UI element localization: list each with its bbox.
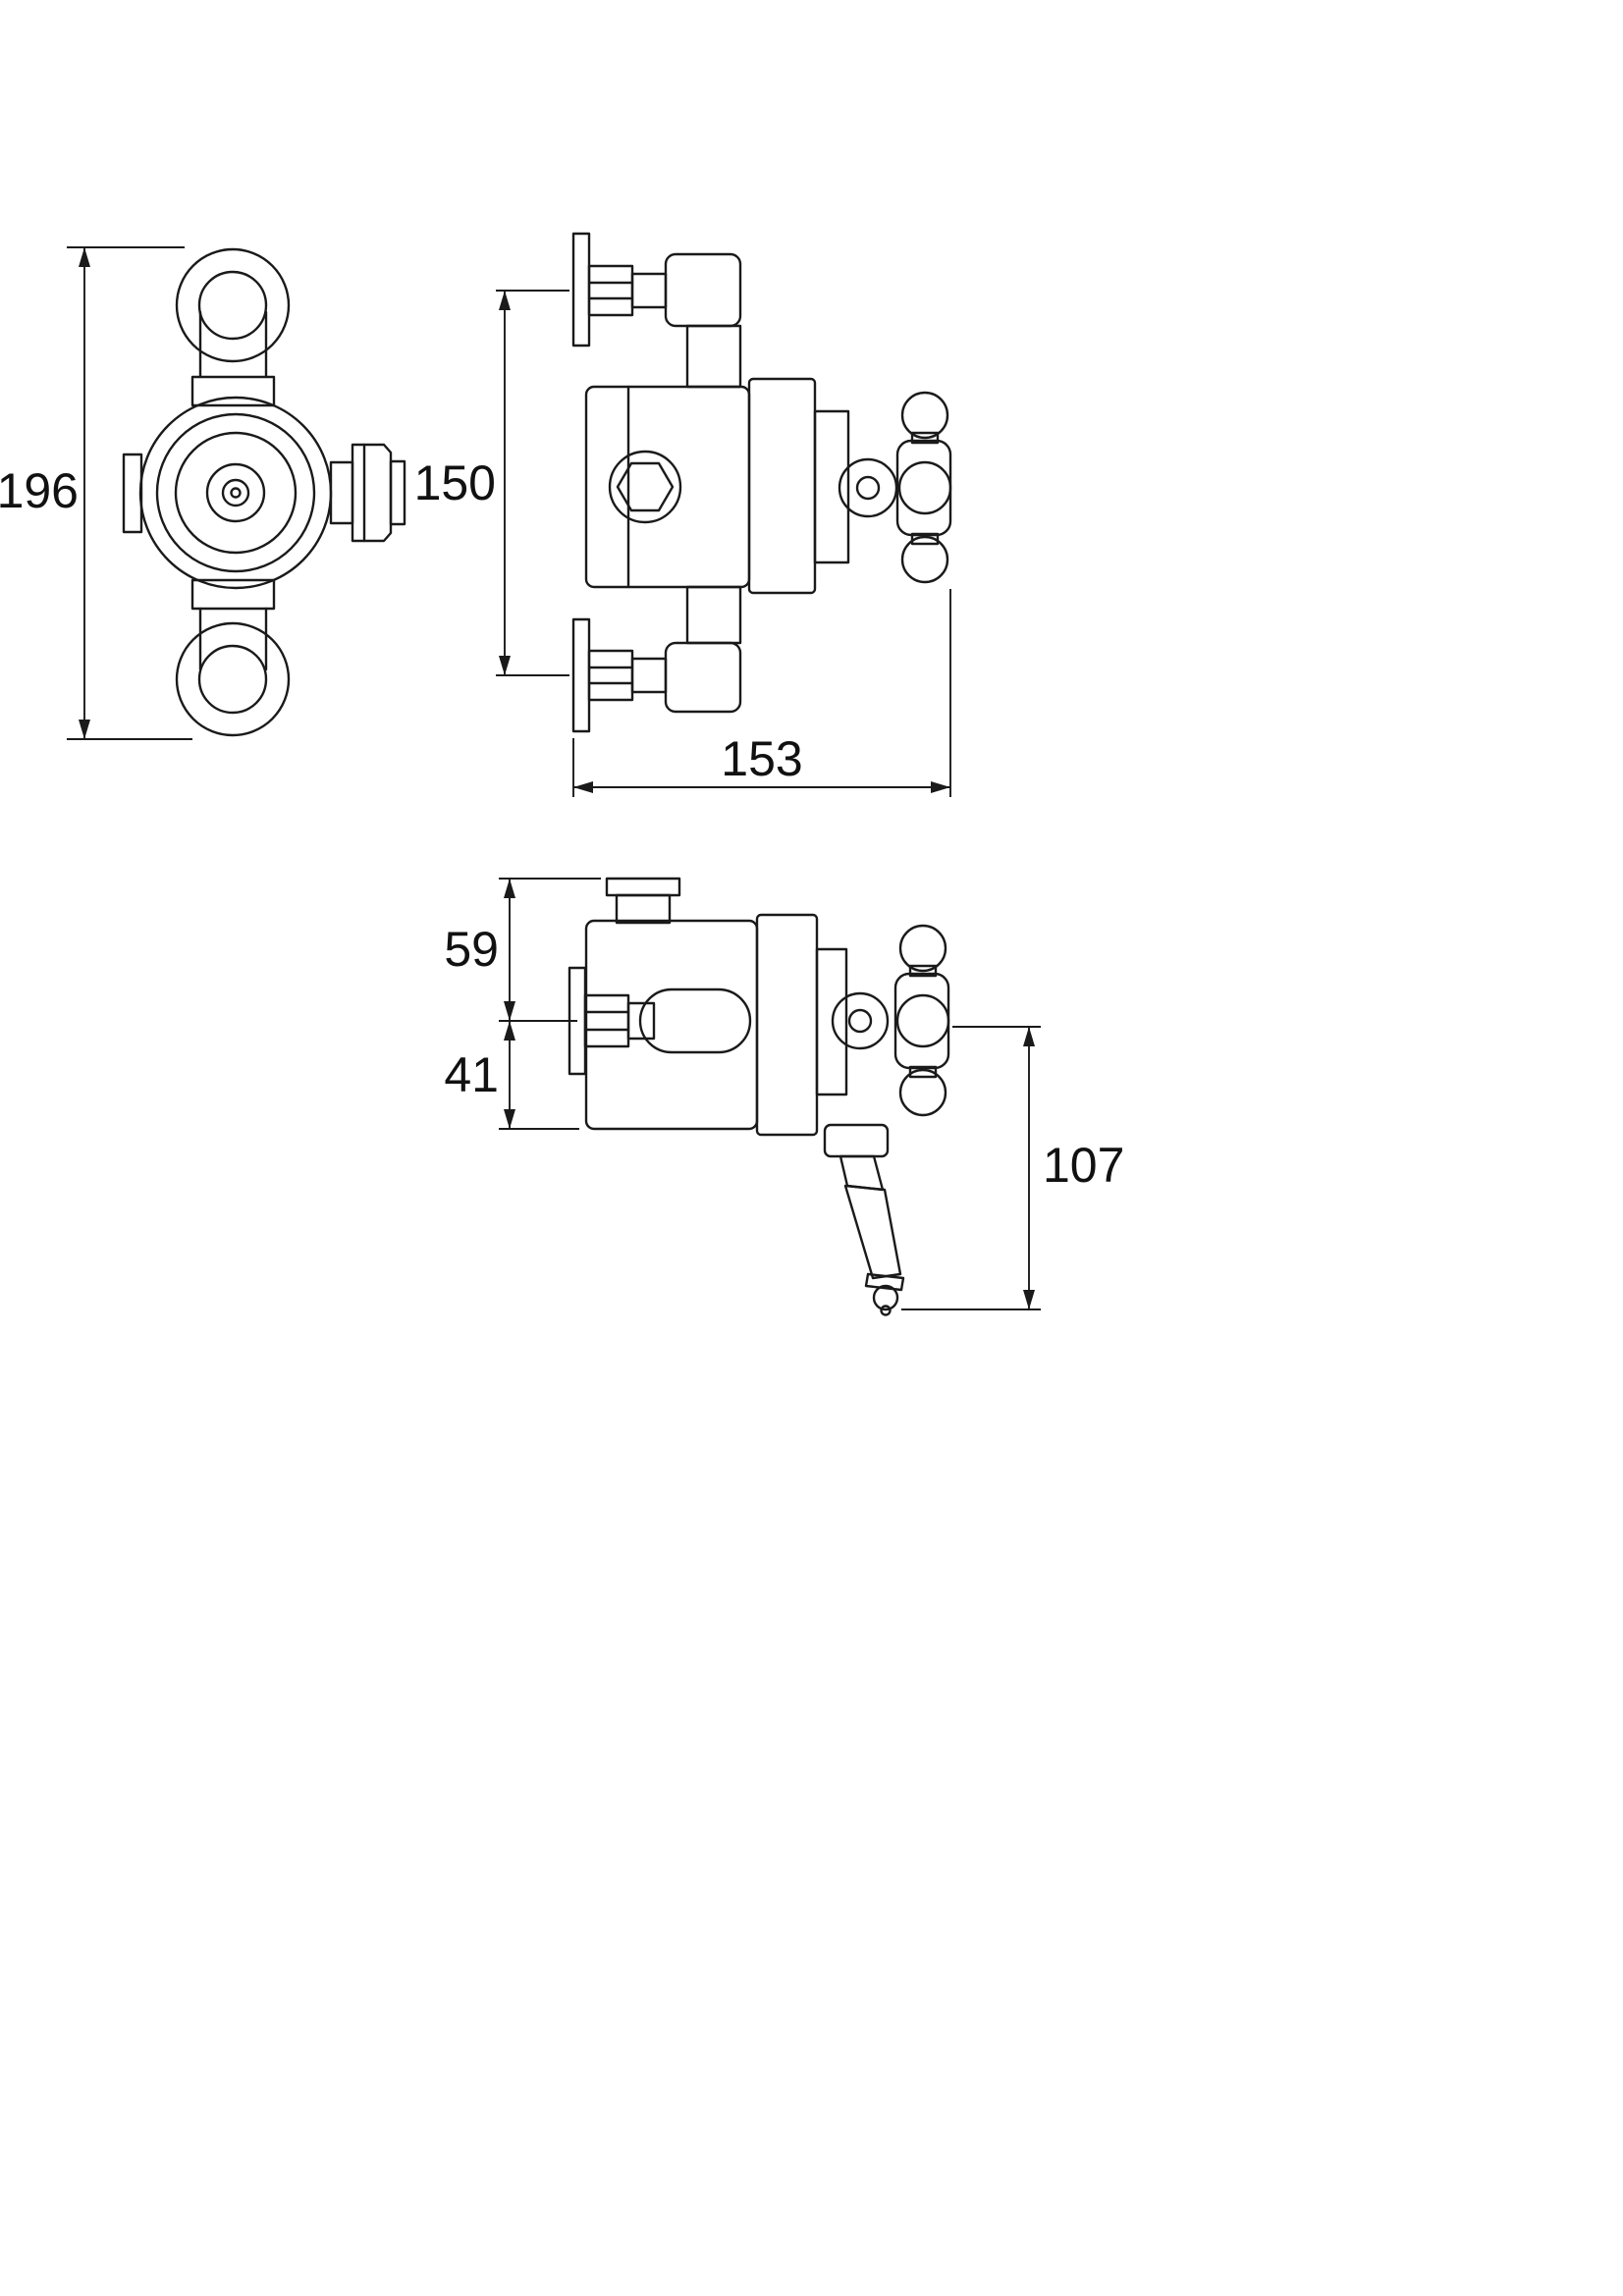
dimension-overall-width: 153 <box>572 589 951 797</box>
top-wall-flange <box>571 232 591 347</box>
hex-plug <box>616 461 675 512</box>
crosshead-ball-front <box>897 460 952 515</box>
dimension-inlet-offset: 41 <box>444 1021 579 1130</box>
side-view <box>571 232 952 733</box>
outlet-stub <box>329 460 354 525</box>
front-view <box>122 247 406 737</box>
side-view-lever <box>568 877 950 1316</box>
valve-body <box>584 919 759 1131</box>
handle-hub-screw <box>855 475 881 501</box>
crosshead-stem-bottom <box>910 532 940 546</box>
bottom-elbow <box>664 641 742 714</box>
dimension-outlet-offset: 59 <box>444 878 601 1022</box>
lever-neck <box>839 1154 885 1192</box>
crosshead-post <box>895 439 952 537</box>
body-outer-circle <box>138 396 333 590</box>
hex-nut <box>583 993 630 1048</box>
top-collar <box>190 375 276 407</box>
top-inlet-pipe <box>630 272 668 309</box>
dimension-label-107: 107 <box>1043 1138 1124 1193</box>
bottom-elbow-rise <box>685 585 742 645</box>
top-hex-nut <box>587 264 634 317</box>
handle-hub-screw <box>847 1008 873 1034</box>
top-flange-outer-circle <box>175 247 291 363</box>
lever-pivot-block <box>823 1123 890 1158</box>
lever-collar <box>864 1272 905 1292</box>
bottom-collar <box>190 578 276 611</box>
spindle-center-dot <box>230 487 242 499</box>
top-elbow-drop <box>685 324 742 389</box>
outlet-pipe-tip <box>389 459 406 526</box>
left-lug <box>122 453 143 534</box>
dimension-label-196: 196 <box>0 463 79 518</box>
crosshead-stem-bottom <box>908 1065 938 1079</box>
bottom-hex-nut <box>587 649 634 702</box>
mounting-plate <box>755 913 819 1137</box>
crosshead-ball-top <box>898 924 947 973</box>
crosshead-post <box>893 972 950 1070</box>
dimension-front-height: 196 <box>0 246 192 740</box>
dimension-label-59: 59 <box>444 922 499 977</box>
lever-blade <box>843 1184 902 1280</box>
cartridge-capsule <box>638 988 752 1054</box>
bottom-flange-inner-circle <box>197 644 268 715</box>
crosshead-ball-top <box>900 391 949 440</box>
crosshead-ball-bottom <box>900 535 949 584</box>
handle-base-step <box>815 947 848 1096</box>
handle-base-step <box>813 409 850 564</box>
spindle-circle <box>221 478 250 507</box>
bottom-wall-flange <box>571 617 591 733</box>
dimension-port-spacing: 150 <box>414 290 569 676</box>
spindle-boss-circle <box>205 462 266 523</box>
bottom-inlet-pipe <box>630 657 668 694</box>
outlet-union-nut <box>351 443 393 543</box>
bottom-flange-outer-circle <box>175 621 291 737</box>
dimension-label-153: 153 <box>721 731 802 786</box>
dimension-lever-drop: 107 <box>901 1026 1124 1310</box>
crosshead-stem-top <box>908 964 938 978</box>
hex-plug-boss-circle <box>608 450 682 524</box>
lever-tip-finial <box>880 1305 892 1316</box>
crosshead-ball-front <box>895 993 950 1048</box>
crosshead-stem-top <box>910 431 940 445</box>
top-elbow <box>664 252 742 328</box>
handle-hub-circle <box>831 991 890 1050</box>
inlet-pipe <box>626 1001 656 1041</box>
outlet-stub-cap <box>605 877 681 897</box>
dimension-label-41: 41 <box>444 1047 499 1102</box>
body-ring-circle <box>155 412 316 573</box>
outlet-stub-neck <box>615 893 672 925</box>
mounting-plate <box>747 377 817 595</box>
body-face-circle <box>174 431 298 555</box>
top-flange-inner-circle <box>197 270 268 341</box>
crosshead-ball-bottom <box>898 1068 947 1117</box>
lever-ball-tip <box>872 1284 899 1311</box>
dimension-label-150: 150 <box>414 455 496 510</box>
